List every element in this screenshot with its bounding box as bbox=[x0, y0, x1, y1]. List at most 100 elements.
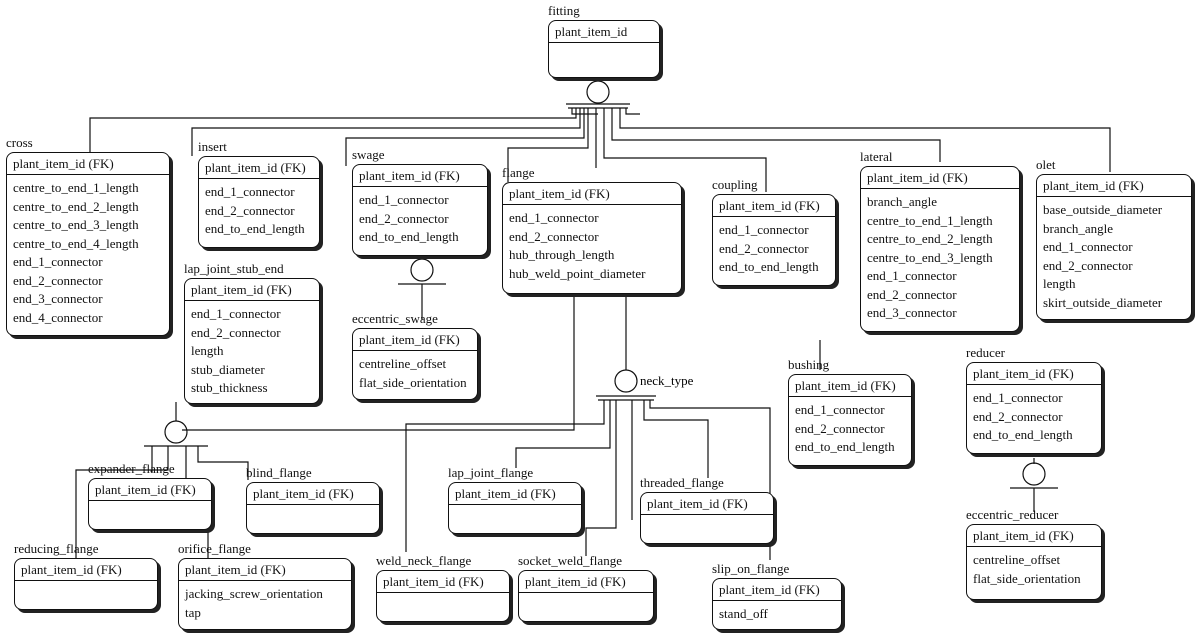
entity-box: plant_item_id bbox=[548, 20, 660, 78]
attribute: end_3_connector bbox=[867, 305, 957, 320]
attribute: end_2_connector bbox=[867, 286, 957, 302]
entity-name: blind_flange bbox=[246, 465, 312, 480]
attribute: stand_off bbox=[719, 606, 768, 621]
entity-name: bushing bbox=[788, 357, 830, 372]
attribute: centre_to_end_2_length bbox=[13, 198, 139, 214]
primary-key: plant_item_id (FK) bbox=[967, 363, 1101, 385]
attribute: centre_to_end_2_length bbox=[867, 231, 993, 246]
attribute: end_1_connector bbox=[359, 192, 449, 207]
entity-name: socket_weld_flange bbox=[518, 553, 622, 568]
primary-key: plant_item_id (FK) bbox=[789, 375, 911, 397]
category-symbol-fitting bbox=[586, 80, 610, 104]
entity-box: plant_item_id (FK) bbox=[88, 478, 212, 530]
entity-box: plant_item_id (FK) end_1_connector end_2… bbox=[788, 374, 912, 466]
entity-name: orifice_flange bbox=[178, 541, 251, 556]
entity-box: plant_item_id (FK) bbox=[376, 570, 510, 622]
attribute: end_to_end_length bbox=[719, 259, 819, 274]
entity-name: slip_on_flange bbox=[712, 561, 790, 576]
discriminator-label-neck-type: neck_type bbox=[640, 373, 694, 388]
entity-name: lateral bbox=[860, 149, 893, 164]
entity-box: plant_item_id (FK) bbox=[448, 482, 582, 534]
entity-name: eccentric_reducer bbox=[966, 507, 1059, 522]
entity-name: lap_joint_stub_end bbox=[184, 261, 284, 276]
attribute: hub_weld_point_diameter bbox=[509, 265, 646, 281]
primary-key: plant_item_id bbox=[549, 21, 659, 43]
primary-key: plant_item_id (FK) bbox=[1037, 175, 1191, 197]
attribute: end_1_connector bbox=[509, 210, 599, 225]
primary-key: plant_item_id (FK) bbox=[7, 153, 169, 175]
entity-box: plant_item_id (FK) end_1_connector end_2… bbox=[966, 362, 1102, 454]
attribute: skirt_outside_diameter bbox=[1043, 294, 1163, 310]
attribute: branch_angle bbox=[1043, 220, 1114, 236]
attribute: centre_to_end_3_length bbox=[13, 217, 139, 232]
attribute: centre_to_end_1_length bbox=[867, 212, 993, 228]
attribute: end_2_connector bbox=[359, 210, 449, 226]
attribute: end_2_connector bbox=[13, 272, 103, 288]
attribute: centre_to_end_4_length bbox=[13, 235, 139, 251]
category-symbol-swage bbox=[410, 258, 434, 282]
attribute: end_4_connector bbox=[13, 309, 103, 325]
primary-key: plant_item_id (FK) bbox=[861, 167, 1019, 189]
attribute: end_to_end_length bbox=[359, 229, 459, 244]
primary-key: plant_item_id (FK) bbox=[353, 165, 487, 187]
primary-key: plant_item_id (FK) bbox=[179, 559, 351, 581]
entity-name: lap_joint_flange bbox=[448, 465, 534, 480]
primary-key: plant_item_id (FK) bbox=[377, 571, 509, 593]
attribute: end_1_connector bbox=[191, 306, 281, 321]
entity-box: plant_item_id (FK) centreline_offset fla… bbox=[352, 328, 478, 400]
primary-key: plant_item_id (FK) bbox=[449, 483, 581, 505]
entity-box: plant_item_id (FK) stand_off bbox=[712, 578, 842, 630]
attribute: end_1_connector bbox=[795, 402, 885, 417]
attribute: end_to_end_length bbox=[795, 439, 895, 454]
attribute: stub_diameter bbox=[191, 361, 265, 377]
entity-name: reducing_flange bbox=[14, 541, 99, 556]
attribute: end_3_connector bbox=[13, 291, 103, 306]
primary-key: plant_item_id (FK) bbox=[185, 279, 319, 301]
entity-box: plant_item_id (FK) centreline_offset fla… bbox=[966, 524, 1102, 600]
primary-key: plant_item_id (FK) bbox=[89, 479, 211, 501]
entity-box: plant_item_id (FK) end_1_connector end_2… bbox=[712, 194, 836, 286]
entity-box: plant_item_id (FK) end_1_connector end_2… bbox=[352, 164, 488, 256]
entity-name: olet bbox=[1036, 157, 1056, 172]
attribute: end_1_connector bbox=[973, 390, 1063, 405]
attribute: end_1_connector bbox=[719, 222, 809, 237]
attribute: centre_to_end_3_length bbox=[867, 249, 993, 265]
primary-key: plant_item_id (FK) bbox=[967, 525, 1101, 547]
entity-name: threaded_flange bbox=[640, 475, 724, 490]
attribute: end_2_connector bbox=[509, 228, 599, 244]
primary-key: plant_item_id (FK) bbox=[247, 483, 379, 505]
attribute: end_2_connector bbox=[205, 202, 295, 218]
attribute: length bbox=[1043, 276, 1076, 291]
entity-name: cross bbox=[6, 135, 33, 150]
attribute: end_1_connector bbox=[1043, 239, 1133, 254]
primary-key: plant_item_id (FK) bbox=[503, 183, 681, 205]
entity-name: swage bbox=[352, 147, 385, 162]
attribute: hub_through_length bbox=[509, 247, 615, 262]
entity-box: plant_item_id (FK) centre_to_end_1_lengt… bbox=[6, 152, 170, 336]
entity-name: reducer bbox=[966, 345, 1005, 360]
entity-name: weld_neck_flange bbox=[376, 553, 472, 568]
attribute: length bbox=[191, 343, 224, 358]
entity-box: plant_item_id (FK) branch_angle centre_t… bbox=[860, 166, 1020, 332]
attribute: end_2_connector bbox=[1043, 257, 1133, 273]
entity-name: eccentric_swage bbox=[352, 311, 438, 326]
category-symbol-neck-type bbox=[614, 369, 638, 393]
entity-box: plant_item_id (FK) jacking_screw_orienta… bbox=[178, 558, 352, 630]
attribute: end_to_end_length bbox=[973, 427, 1073, 442]
primary-key: plant_item_id (FK) bbox=[199, 157, 319, 179]
primary-key: plant_item_id (FK) bbox=[713, 579, 841, 601]
attribute: end_to_end_length bbox=[205, 221, 305, 236]
attribute: end_2_connector bbox=[795, 420, 885, 436]
entity-box: plant_item_id (FK) bbox=[640, 492, 774, 544]
entity-box: plant_item_id (FK) base_outside_diameter… bbox=[1036, 174, 1192, 320]
attribute: stub_thickness bbox=[191, 380, 268, 395]
category-symbol-reducer bbox=[1022, 462, 1046, 486]
attribute: centreline_offset bbox=[359, 356, 447, 371]
attribute: end_1_connector bbox=[205, 184, 295, 199]
attribute: end_2_connector bbox=[191, 324, 281, 340]
entity-box: plant_item_id (FK) bbox=[246, 482, 380, 534]
attribute: end_2_connector bbox=[719, 240, 809, 256]
attribute: tap bbox=[185, 604, 201, 620]
